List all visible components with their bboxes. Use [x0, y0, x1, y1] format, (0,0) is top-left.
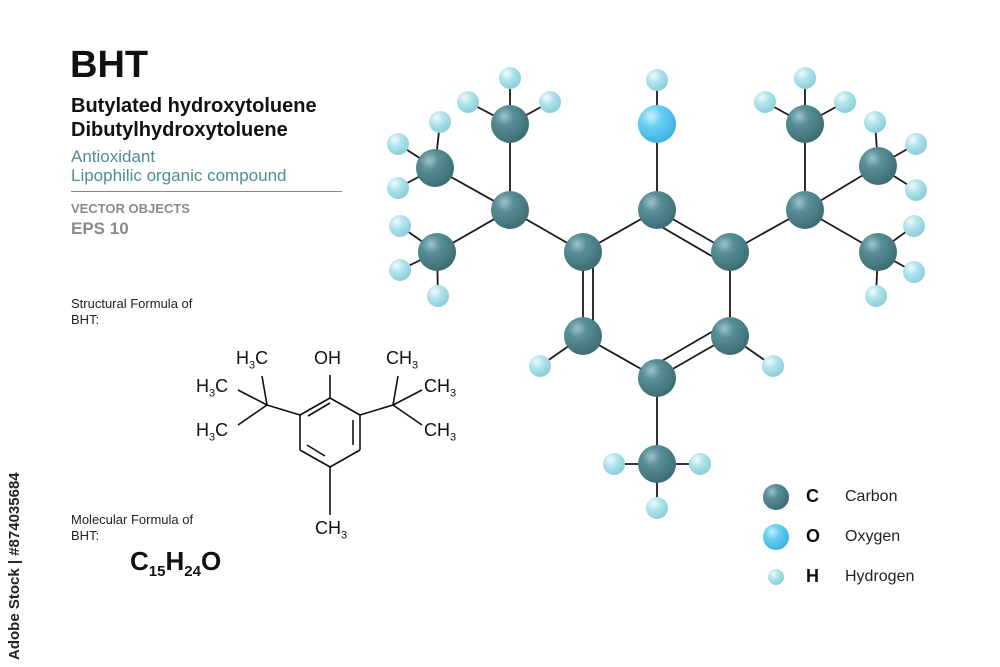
legend-oxygen-ball: [763, 524, 789, 550]
carbon-atom: [711, 317, 749, 355]
molecular-formula: C15H24O: [130, 546, 222, 581]
label-ch3-top: CH3: [386, 348, 419, 372]
label-ch3-right2: CH3: [424, 420, 457, 444]
carbon-atom: [564, 233, 602, 271]
hydrogen-atom: [603, 453, 625, 475]
hydrogen-atom: [529, 355, 551, 377]
compound-name-2: Dibutylhydroxytoluene: [71, 119, 288, 141]
hydrogen-atom: [905, 133, 927, 155]
label-ch3-bottom: CH3: [315, 518, 348, 542]
vector-objects-label: VECTOR OBJECTS: [71, 201, 190, 216]
label-h3c-left1: H3C: [196, 376, 229, 400]
legend-carbon-symbol: C: [806, 486, 819, 506]
structural-formula-caption: Structural Formula of BHT:: [71, 296, 193, 328]
legend-oxygen-symbol: O: [806, 526, 821, 546]
carbon-atom: [564, 317, 602, 355]
carbon-atom: [638, 359, 676, 397]
legend-carbon-ball: [763, 484, 789, 510]
hydrogen-atom: [646, 497, 668, 519]
hydrogen-atom: [903, 215, 925, 237]
carbon-atom: [418, 233, 456, 271]
carbon-atom: [786, 105, 824, 143]
hydrogen-atom: [865, 285, 887, 307]
descriptor-antioxidant: Antioxidant: [71, 147, 156, 166]
hydrogen-atom: [539, 91, 561, 113]
molecular-formula-caption: Molecular Formula of BHT:: [71, 512, 194, 544]
eps-label: EPS 10: [71, 219, 129, 238]
hydrogen-atom: [905, 179, 927, 201]
carbon-atom: [638, 191, 676, 229]
page-title: BHT: [70, 44, 149, 86]
hydrogen-atom: [646, 69, 668, 91]
descriptor-lipophilic: Lipophilic organic compound: [71, 166, 287, 185]
legend-hydrogen-label: Hydrogen: [845, 568, 915, 585]
hydrogen-atom: [689, 453, 711, 475]
hydrogen-atom: [864, 111, 886, 133]
hydrogen-atom: [754, 91, 776, 113]
legend-oxygen-label: Oxygen: [845, 528, 901, 545]
carbon-atom: [491, 191, 529, 229]
hydrogen-atom: [762, 355, 784, 377]
label-h3c-left2: H3C: [196, 420, 229, 444]
carbon-atom: [859, 233, 897, 271]
hydrogen-atom: [429, 111, 451, 133]
hydrogen-atom: [499, 67, 521, 89]
carbon-atom: [638, 445, 676, 483]
legend-hydrogen-ball: [768, 569, 784, 585]
divider: [71, 191, 342, 192]
carbon-atom: [416, 149, 454, 187]
label-oh: OH: [314, 348, 341, 368]
carbon-atom: [786, 191, 824, 229]
carbon-atom: [859, 147, 897, 185]
hydrogen-atom: [457, 91, 479, 113]
hydrogen-atoms: [387, 67, 927, 519]
hydrogen-atom: [903, 261, 925, 283]
carbon-atoms: [416, 105, 897, 483]
legend-hydrogen-symbol: H: [806, 566, 819, 586]
carbon-atom: [491, 105, 529, 143]
oxygen-atom: [638, 105, 676, 143]
hydrogen-atom: [427, 285, 449, 307]
label-ch3-right1: CH3: [424, 376, 457, 400]
hydrogen-atom: [794, 67, 816, 89]
label-h3c-top: H3C: [236, 348, 269, 372]
compound-name-1: Butylated hydroxytoluene: [71, 95, 317, 117]
hydrogen-atom: [387, 177, 409, 199]
hydrogen-atom: [389, 215, 411, 237]
hydrogen-atom: [389, 259, 411, 281]
carbon-atom: [711, 233, 749, 271]
skeletal-bonds: [237, 375, 423, 515]
oxygen-atoms: [638, 105, 676, 143]
hydrogen-atom: [387, 133, 409, 155]
hydrogen-atom: [834, 91, 856, 113]
legend-carbon-label: Carbon: [845, 488, 898, 505]
